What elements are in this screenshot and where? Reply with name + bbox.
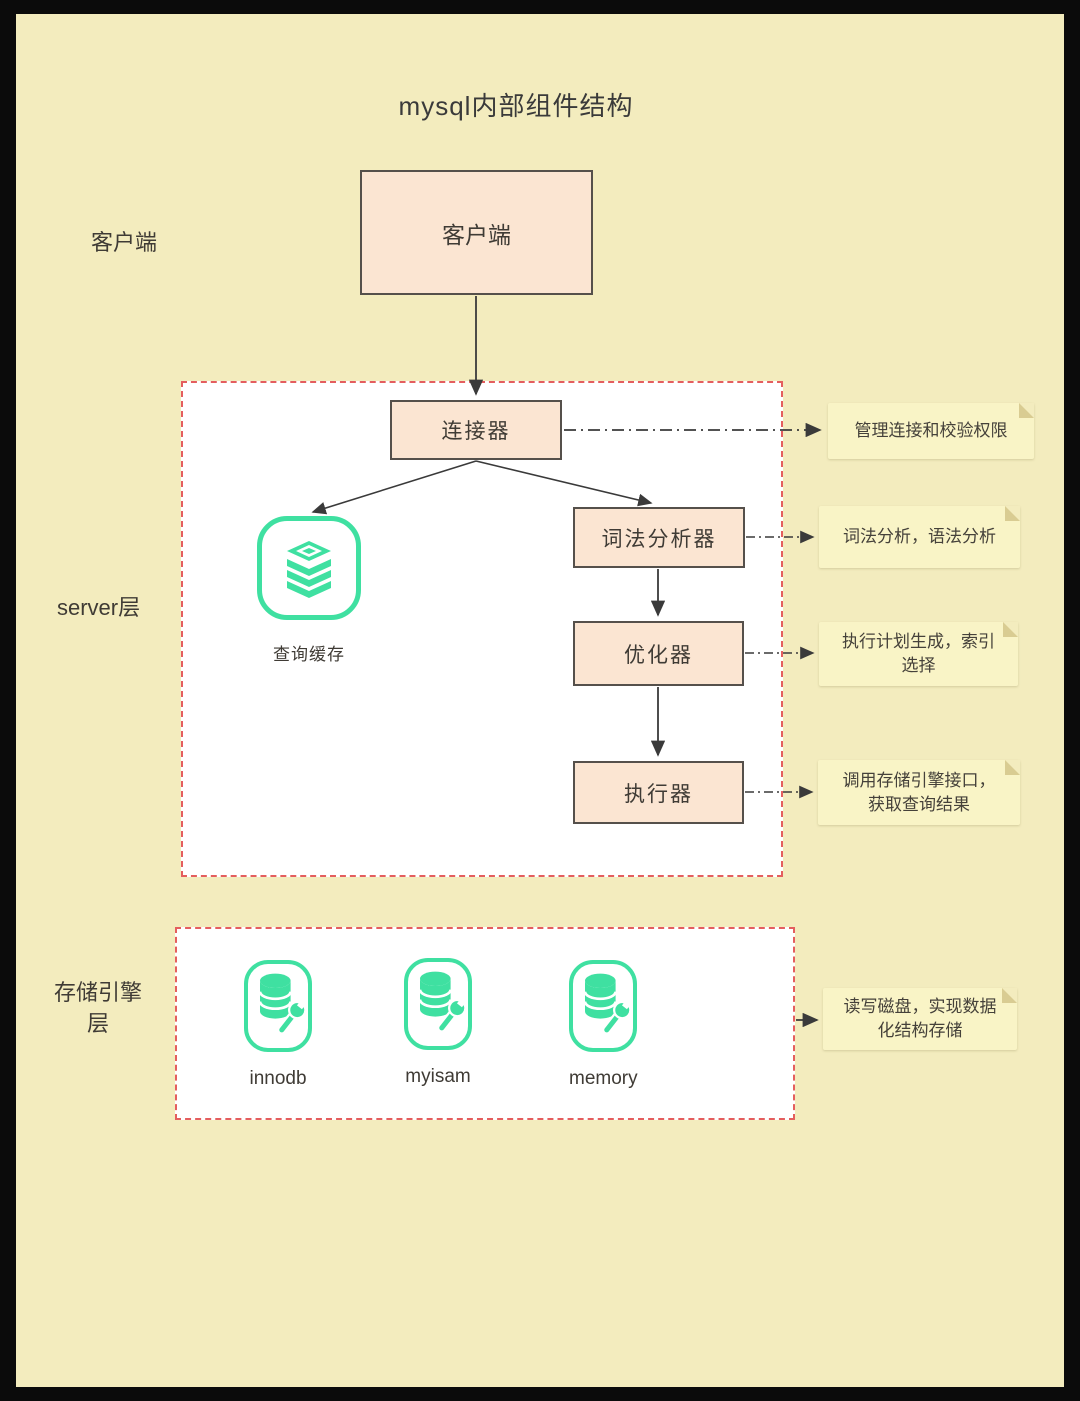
engine-myisam: myisam <box>404 958 472 1088</box>
storage-layer-label: 存储引擎 层 <box>48 977 148 1039</box>
innodb-icon <box>244 960 312 1052</box>
lexer-node: 词法分析器 <box>573 507 745 568</box>
diagram-title: mysql内部组件结构 <box>398 91 634 121</box>
engine-innodb: innodb <box>244 960 312 1090</box>
optimizer-node: 优化器 <box>573 621 744 686</box>
lexer-node-label: 词法分析器 <box>601 527 717 551</box>
engine-memory: memory <box>569 960 638 1090</box>
note-optimizer-text-line1: 执行计划生成，索引 <box>842 632 995 651</box>
database-wrench-icon <box>583 973 631 1035</box>
note-storage-text-line2: 化结构存储 <box>877 1021 963 1040</box>
executor-node: 执行器 <box>573 761 744 824</box>
note-lexer-text: 词法分析，语法分析 <box>843 527 996 546</box>
server-layer-label: server层 <box>57 595 141 620</box>
note-optimizer: 执行计划生成，索引 选择 <box>819 622 1018 686</box>
client-layer-label: 客户端 <box>91 230 158 255</box>
note-storage: 读写磁盘，实现数据 化结构存储 <box>823 988 1017 1050</box>
note-connector-text: 管理连接和校验权限 <box>854 421 1008 440</box>
executor-node-label: 执行器 <box>624 782 693 806</box>
note-optimizer-text-line2: 选择 <box>901 656 936 675</box>
connector-node-label: 连接器 <box>441 420 511 443</box>
memory-icon <box>569 960 638 1052</box>
engine-label-myisam: myisam <box>405 1066 471 1087</box>
note-storage-text-line1: 读写磁盘，实现数据 <box>843 997 997 1016</box>
storage-layer-label-line1: 存储引擎 <box>53 980 142 1005</box>
storage-layer-label-line2: 层 <box>86 1011 109 1036</box>
note-executor-text-line1: 调用存储引擎接口， <box>842 770 996 790</box>
diagram-canvas: mysql内部组件结构 客户端 server层 存储引擎 层 客户端 连接器 <box>16 14 1064 1387</box>
myisam-icon <box>404 958 472 1050</box>
database-wrench-icon <box>258 973 305 1035</box>
note-lexer: 词法分析，语法分析 <box>819 506 1020 568</box>
query-cache-label: 查询缓存 <box>273 645 345 664</box>
optimizer-node-label: 优化器 <box>624 643 693 667</box>
connector-node: 连接器 <box>390 400 562 460</box>
note-executor-text-line2: 获取查询结果 <box>868 794 970 814</box>
engine-label-memory: memory <box>569 1068 638 1089</box>
note-executor: 调用存储引擎接口， 获取查询结果 <box>818 760 1020 825</box>
client-node-label: 客户端 <box>442 221 511 248</box>
engine-label-innodb: innodb <box>249 1068 307 1089</box>
query-cache-icon <box>257 516 361 620</box>
note-connector: 管理连接和校验权限 <box>828 403 1034 459</box>
stacked-layers-icon <box>287 541 331 598</box>
client-node: 客户端 <box>360 170 593 295</box>
database-wrench-icon <box>418 971 465 1033</box>
